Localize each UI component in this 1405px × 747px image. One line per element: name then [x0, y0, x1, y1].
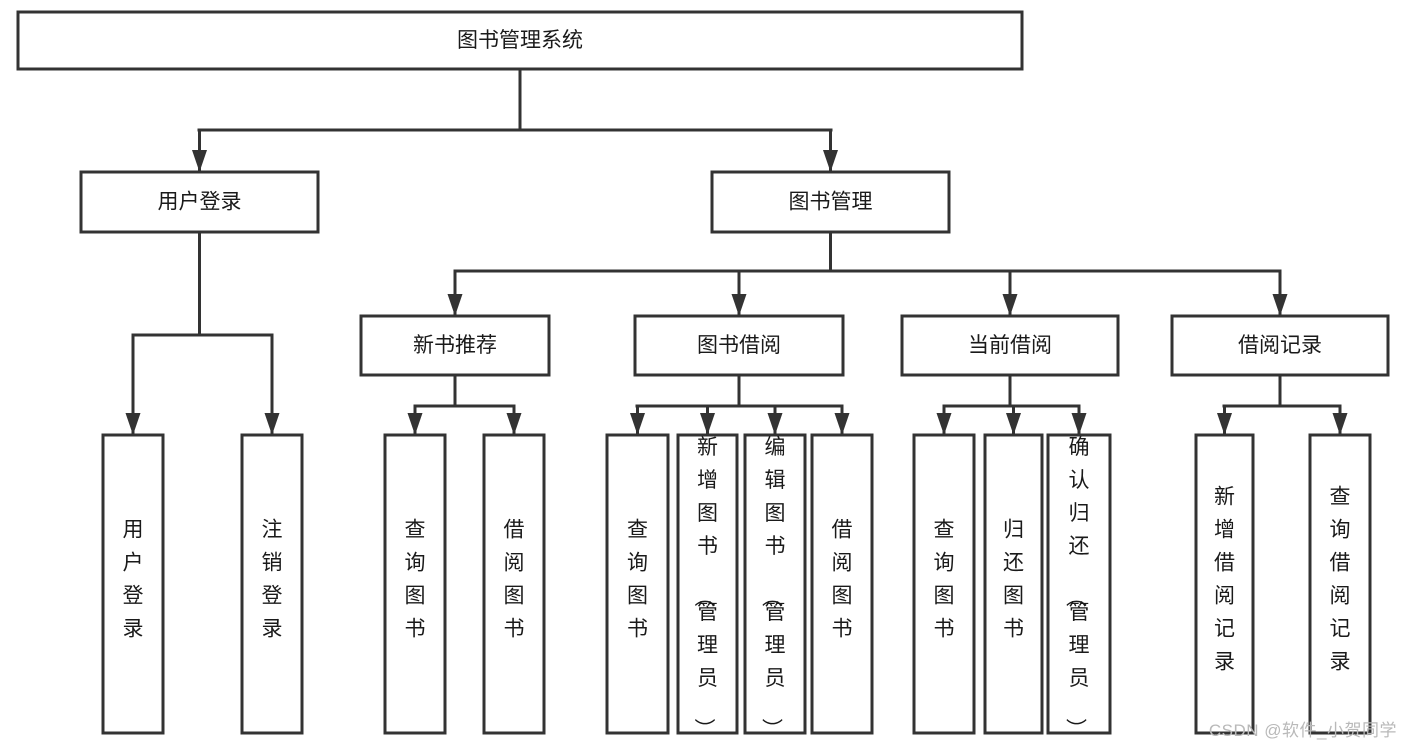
arrow-to-leaf-borrow-book-rec	[506, 413, 522, 435]
arrow-to-leaf-query-book-cur	[936, 413, 952, 435]
node-book-management[interactable]: 图书管理	[710, 170, 951, 234]
node-current-borrow[interactable]: 当前借阅	[900, 314, 1120, 377]
edge-group-current-borrow	[936, 373, 1087, 436]
node-label-leaf-borrow-book: 借阅图书	[832, 519, 853, 641]
node-box-book-management[interactable]	[710, 170, 951, 234]
node-leaf-borrow-book[interactable]: 借阅图书	[810, 433, 874, 735]
node-layer: 图书管理系统用户登录图书管理新书推荐图书借阅当前借阅借阅记录用户登录注销登录查询…	[16, 10, 1390, 739]
node-leaf-query-book-rec[interactable]: 查询图书	[383, 433, 447, 735]
arrow-to-book-borrow	[731, 294, 747, 316]
node-box-leaf-edit-book[interactable]	[743, 433, 807, 735]
node-label-leaf-query-book-rec: 查询图书	[405, 519, 426, 641]
node-box-leaf-query-book-cur[interactable]	[912, 433, 976, 735]
node-box-user-login[interactable]	[79, 170, 320, 234]
node-box-current-borrow[interactable]	[900, 314, 1120, 377]
node-root[interactable]: 图书管理系统	[16, 10, 1024, 71]
node-label-leaf-edit-book: 编辑图书（管理员）	[760, 436, 786, 739]
node-label-user-login: 用户登录	[158, 191, 242, 214]
node-label-leaf-confirm-return: 确认归还（管理员）	[1064, 436, 1090, 739]
node-box-leaf-logout[interactable]	[240, 433, 304, 735]
node-book-borrow[interactable]: 图书借阅	[633, 314, 845, 377]
node-label-book-management: 图书管理	[789, 191, 873, 214]
node-box-leaf-borrow-book[interactable]	[810, 433, 874, 735]
arrow-to-leaf-query-record	[1332, 413, 1348, 435]
arrow-to-leaf-add-record	[1217, 413, 1232, 435]
arrow-to-leaf-confirm-return	[1071, 413, 1087, 435]
arrow-to-leaf-borrow-book	[834, 413, 850, 435]
node-box-leaf-user-login[interactable]	[101, 433, 165, 735]
node-label-leaf-add-book: 新增图书（管理员）	[692, 436, 718, 739]
node-leaf-edit-book[interactable]: 编辑图书（管理员）	[743, 433, 807, 739]
node-leaf-add-record[interactable]: 新增借阅记录	[1194, 433, 1255, 735]
node-leaf-return-book[interactable]: 归还图书	[983, 433, 1044, 735]
node-leaf-borrow-book-rec[interactable]: 借阅图书	[482, 433, 546, 735]
node-leaf-add-book[interactable]: 新增图书（管理员）	[676, 433, 739, 739]
node-label-book-borrow: 图书借阅	[697, 334, 781, 357]
arrow-to-leaf-logout	[264, 413, 280, 435]
connector-layer	[125, 67, 1348, 436]
node-label-leaf-query-book-borrow: 查询图书	[627, 519, 648, 641]
arrow-to-book-management	[823, 150, 838, 172]
node-box-new-book-recommend[interactable]	[359, 314, 551, 377]
node-label-new-book-recommend: 新书推荐	[413, 334, 497, 357]
node-box-leaf-query-book-borrow[interactable]	[605, 433, 670, 735]
arrow-to-leaf-user-login	[125, 413, 141, 435]
node-leaf-logout[interactable]: 注销登录	[240, 433, 304, 735]
node-label-leaf-query-record: 查询借阅记录	[1330, 486, 1351, 674]
node-leaf-query-book-cur[interactable]: 查询图书	[912, 433, 976, 735]
node-new-book-recommend[interactable]: 新书推荐	[359, 314, 551, 377]
arrow-to-current-borrow	[1002, 294, 1018, 316]
node-box-leaf-borrow-book-rec[interactable]	[482, 433, 546, 735]
node-user-login[interactable]: 用户登录	[79, 170, 320, 234]
node-leaf-confirm-return[interactable]: 确认归还（管理员）	[1046, 433, 1112, 739]
node-label-current-borrow: 当前借阅	[968, 334, 1052, 357]
node-box-root[interactable]	[16, 10, 1024, 71]
node-label-leaf-add-record: 新增借阅记录	[1214, 486, 1235, 674]
arrow-to-new-book-recommend	[447, 294, 463, 316]
node-borrow-record[interactable]: 借阅记录	[1170, 314, 1390, 377]
arrow-to-leaf-query-book-borrow	[630, 413, 645, 435]
node-label-leaf-query-book-cur: 查询图书	[934, 519, 955, 641]
node-label-leaf-borrow-book-rec: 借阅图书	[504, 519, 525, 641]
edge-group-book-borrow	[630, 373, 850, 436]
node-label-leaf-user-login: 用户登录	[123, 519, 144, 641]
edge-group-borrow-record	[1217, 373, 1348, 436]
node-box-leaf-query-record[interactable]	[1308, 433, 1372, 735]
node-label-leaf-return-book: 归还图书	[1003, 519, 1024, 641]
arrow-to-user-login	[192, 150, 207, 172]
arrow-to-leaf-add-book	[700, 413, 715, 435]
node-leaf-user-login[interactable]: 用户登录	[101, 433, 165, 735]
node-box-leaf-add-record[interactable]	[1194, 433, 1255, 735]
node-box-leaf-return-book[interactable]	[983, 433, 1044, 735]
edge-group-user-login	[125, 230, 280, 436]
arrow-to-leaf-return-book	[1006, 413, 1021, 435]
csdn-watermark: CSDN @软件_小贺同学	[1208, 721, 1397, 740]
node-box-leaf-add-book[interactable]	[676, 433, 739, 735]
node-box-leaf-query-book-rec[interactable]	[383, 433, 447, 735]
arrow-to-leaf-edit-book	[767, 413, 783, 435]
node-box-borrow-record[interactable]	[1170, 314, 1390, 377]
node-box-book-borrow[interactable]	[633, 314, 845, 377]
edge-group-new-book-recommend	[407, 373, 522, 436]
node-label-leaf-logout: 注销登录	[262, 519, 283, 641]
node-leaf-query-record[interactable]: 查询借阅记录	[1308, 433, 1372, 735]
node-leaf-query-book-borrow[interactable]: 查询图书	[605, 433, 670, 735]
edge-group-book-management	[447, 230, 1288, 317]
edge-group-root	[192, 67, 838, 173]
arrow-to-borrow-record	[1272, 294, 1288, 316]
node-label-borrow-record: 借阅记录	[1238, 334, 1322, 357]
node-label-root: 图书管理系统	[457, 29, 583, 52]
arrow-to-leaf-query-book-rec	[407, 413, 423, 435]
node-box-leaf-confirm-return[interactable]	[1046, 433, 1112, 735]
